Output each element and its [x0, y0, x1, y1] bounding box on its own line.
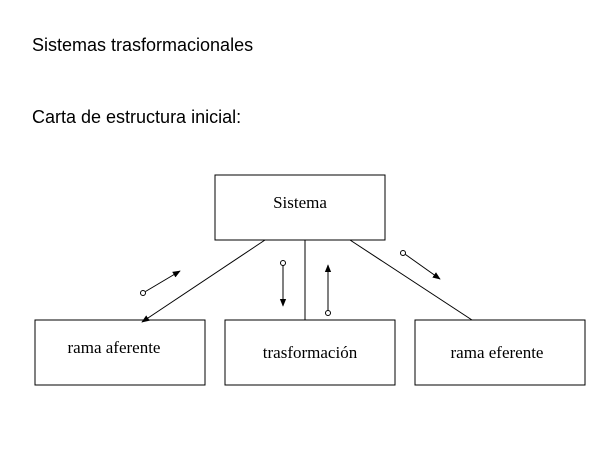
module-root: Sistema — [214, 174, 386, 241]
module-afferent: rama aferente — [34, 319, 206, 386]
module-afferent-box — [34, 319, 206, 386]
module-efferent: rama eferente — [414, 319, 586, 386]
data-couple-arrow — [145, 270, 181, 292]
module-transform: trasformación — [224, 319, 396, 386]
page-title: Sistemas trasformacionales — [32, 35, 254, 55]
data-couple-arrow — [405, 254, 441, 280]
data-couple-afferent — [140, 270, 181, 296]
data-couple-transform-up — [324, 264, 332, 316]
page-subtitle: Carta de estructura inicial: — [32, 107, 242, 127]
module-root-label: Sistema — [273, 193, 327, 212]
data-couple-efferent — [400, 250, 441, 280]
module-efferent-label: rama eferente — [451, 343, 544, 362]
data-couple-circle — [140, 290, 146, 296]
module-root-box — [214, 174, 386, 241]
module-transform-label: trasformación — [263, 343, 358, 362]
data-couple-transform-down — [279, 260, 287, 307]
connector-efferent — [349, 239, 473, 321]
module-afferent-label: rama aferente — [68, 338, 161, 357]
module-transform-box — [224, 319, 396, 386]
module-efferent-box — [414, 319, 586, 386]
connector-afferent — [141, 239, 266, 323]
data-couple-circle — [325, 310, 331, 316]
data-couple-circle — [400, 250, 406, 256]
data-couple-circle — [280, 260, 286, 266]
